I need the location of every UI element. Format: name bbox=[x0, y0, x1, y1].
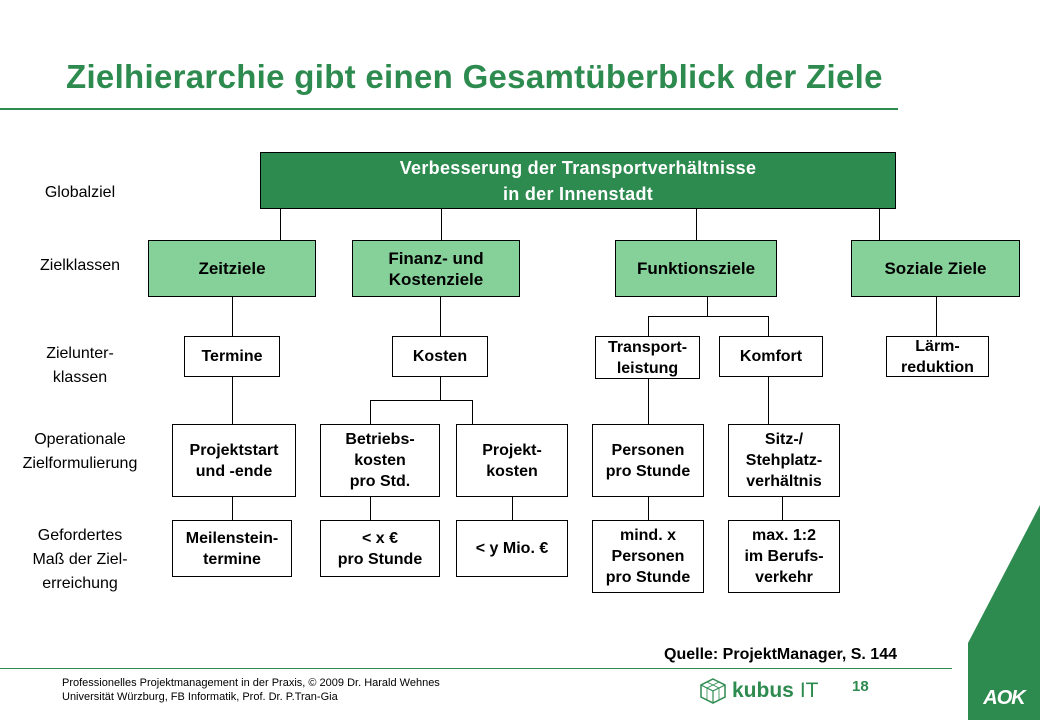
level-zielklassen: Zielklassen bbox=[39, 257, 121, 274]
connector-line bbox=[441, 208, 442, 241]
subclass-transport-line2: leistung bbox=[616, 359, 679, 377]
kubus-logo: kubus IT bbox=[700, 678, 819, 704]
aok-logo-text: AOK bbox=[983, 687, 1025, 709]
measure-mind-line1: mind. x bbox=[619, 527, 676, 544]
class-zeitziele: Zeitziele bbox=[148, 240, 316, 297]
connector-line bbox=[440, 376, 441, 400]
operational-personen-line1: Personen bbox=[611, 441, 685, 459]
measure-max-line1: max. 1:2 bbox=[751, 527, 817, 544]
measure-mind-line2: Personen bbox=[611, 548, 685, 565]
level-globalziel: Globalziel bbox=[44, 184, 116, 201]
measure-meilenstein-line2: termine bbox=[203, 550, 261, 568]
aok-logo: AOK bbox=[968, 643, 1040, 720]
connector-line bbox=[370, 496, 371, 520]
measure-meilenstein-line1: Meilenstein- bbox=[185, 529, 279, 547]
footer-divider bbox=[0, 668, 952, 669]
operational-betriebs-line2: kosten bbox=[354, 452, 406, 469]
class-funktionsziele: Funktionsziele bbox=[615, 240, 777, 297]
operational-betriebs-line1: Betriebs- bbox=[345, 431, 415, 448]
global-goal-line1: Verbesserung der Transportverhältnisse bbox=[399, 157, 757, 178]
operational-sitz-line2: Stehplatz- bbox=[745, 452, 823, 469]
global-goal-box: Verbesserung der Transportverhältnisse i… bbox=[260, 152, 896, 209]
subclass-laermreduktion: Lärm- reduktion bbox=[886, 336, 989, 377]
footer-line2: Universität Würzburg, FB Informatik, Pro… bbox=[62, 691, 338, 703]
measure-mind-personen: mind. x Personen pro Stunde bbox=[592, 520, 704, 593]
operational-personen: Personen pro Stunde bbox=[592, 424, 704, 497]
measure-mind-line3: pro Stunde bbox=[605, 569, 691, 586]
operational-sitz-line3: verhältnis bbox=[746, 473, 822, 490]
kubus-logo-text: kubus bbox=[732, 679, 794, 702]
operational-sitzplatz: Sitz-/ Stehplatz- verhältnis bbox=[728, 424, 840, 497]
level-operational-line1: Operationale bbox=[34, 431, 126, 448]
connector-line bbox=[648, 316, 649, 336]
level-gefordert-line1: Gefordertes bbox=[37, 527, 123, 544]
operational-projektkosten: Projekt- kosten bbox=[456, 424, 568, 497]
connector-line bbox=[782, 496, 783, 520]
subclass-transportleistung: Transport- leistung bbox=[595, 336, 700, 379]
class-soziale-ziele: Soziale Ziele bbox=[851, 240, 1020, 297]
operational-sitz-line1: Sitz-/ bbox=[764, 431, 804, 448]
connector-line bbox=[232, 296, 233, 336]
level-operational-line2: Zielformulierung bbox=[22, 455, 138, 472]
level-zielunterklassen-line2: klassen bbox=[52, 369, 108, 386]
cube-icon bbox=[700, 678, 726, 704]
measure-meilensteintermine: Meilenstein- termine bbox=[172, 520, 292, 577]
kubus-logo-it: IT bbox=[799, 679, 819, 702]
connector-line bbox=[370, 400, 472, 401]
subclass-termine: Termine bbox=[184, 336, 280, 377]
operational-projektstart-line1: Projektstart bbox=[189, 441, 279, 459]
subclass-transport-line1: Transport- bbox=[607, 338, 688, 356]
connector-line bbox=[936, 296, 937, 336]
level-operational: Operationale Zielformulierung bbox=[5, 428, 155, 476]
footer-line1: Professionelles Projektmanagement in der… bbox=[62, 677, 440, 689]
connector-line bbox=[696, 208, 697, 241]
level-zielunterklassen: Zielunter- klassen bbox=[20, 342, 140, 390]
operational-projekt-line2: kosten bbox=[486, 462, 538, 480]
measure-y-mio: < y Mio. € bbox=[456, 520, 568, 577]
measure-x-line1: < x € bbox=[361, 529, 399, 547]
connector-line bbox=[440, 296, 441, 336]
page-number: 18 bbox=[852, 678, 869, 695]
corner-accent bbox=[968, 505, 1040, 643]
global-goal-line2: in der Innenstadt bbox=[502, 183, 654, 204]
measure-max-berufsverkehr: max. 1:2 im Berufs- verkehr bbox=[728, 520, 840, 593]
connector-line bbox=[879, 208, 880, 241]
operational-projektstart: Projektstart und -ende bbox=[172, 424, 296, 497]
connector-line bbox=[512, 496, 513, 520]
operational-projekt-line1: Projekt- bbox=[482, 441, 542, 459]
connector-line bbox=[648, 378, 649, 424]
operational-projektstart-line2: und -ende bbox=[195, 462, 273, 480]
subclass-laerm-line2: reduktion bbox=[901, 358, 974, 376]
connector-line bbox=[768, 376, 769, 424]
subclass-komfort: Komfort bbox=[719, 336, 823, 377]
level-gefordert: Gefordertes Maß der Ziel- erreichung bbox=[15, 524, 145, 596]
connector-line bbox=[280, 208, 281, 241]
connector-line bbox=[232, 496, 233, 520]
measure-x-pro-stunde: < x € pro Stunde bbox=[320, 520, 440, 577]
class-finanz-line1: Finanz- und bbox=[388, 248, 484, 268]
class-finanz-kostenziele: Finanz- und Kostenziele bbox=[352, 240, 520, 297]
title-underline bbox=[0, 108, 898, 110]
level-gefordert-line3: erreichung bbox=[42, 575, 118, 592]
operational-betriebs-line3: pro Std. bbox=[349, 473, 411, 490]
measure-max-line3: verkehr bbox=[755, 569, 813, 586]
operational-betriebskosten: Betriebs- kosten pro Std. bbox=[320, 424, 440, 497]
operational-personen-line2: pro Stunde bbox=[605, 462, 691, 480]
subclass-kosten: Kosten bbox=[392, 336, 488, 377]
connector-line bbox=[648, 496, 649, 520]
connector-line bbox=[232, 376, 233, 424]
class-finanz-line2: Kostenziele bbox=[388, 269, 484, 289]
connector-line bbox=[472, 400, 473, 424]
source-citation: Quelle: ProjektManager, S. 144 bbox=[664, 646, 897, 663]
level-zielunterklassen-line1: Zielunter- bbox=[46, 345, 114, 362]
measure-max-line2: im Berufs- bbox=[744, 548, 824, 565]
connector-line bbox=[648, 316, 768, 317]
page-title: Zielhierarchie gibt einen Gesamtüberblic… bbox=[66, 58, 883, 95]
connector-line bbox=[768, 316, 769, 336]
connector-line bbox=[370, 400, 371, 424]
measure-x-line2: pro Stunde bbox=[337, 550, 423, 568]
level-gefordert-line2: Maß der Ziel- bbox=[32, 551, 128, 568]
connector-line bbox=[707, 296, 708, 316]
subclass-laerm-line1: Lärm- bbox=[915, 337, 960, 355]
